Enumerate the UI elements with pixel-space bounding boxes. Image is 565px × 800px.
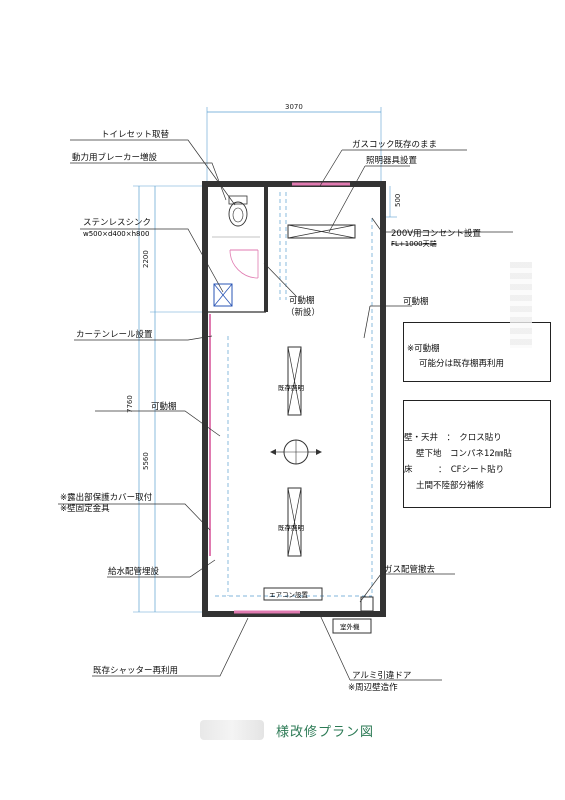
callout-gas-cock: ガスコック既存のまま (352, 139, 437, 150)
callout-shutter: 既存シャッター再利用 (93, 665, 178, 676)
aircon-group: エアコン設置 室外機 (263, 587, 372, 634)
callout-gas-pipe: ガス配管撤去 (384, 564, 436, 575)
callout-outlet: 200V用コンセント設置 (391, 228, 482, 239)
light-label-2: 既存照明 (278, 523, 305, 532)
dim-3070: 3070 (285, 103, 303, 111)
top-dimension: 3070 (206, 103, 382, 186)
callout-alu-door-note: ※周辺壁造作 (348, 682, 398, 693)
dim-2200: 2200 (142, 250, 150, 268)
aircon-unit (263, 587, 323, 601)
finish-note-2: 壁下地 コンパネ12㎜貼 (416, 449, 512, 459)
dim-5560: 5560 (142, 452, 150, 470)
shelf-note-title: ※可動棚 (407, 344, 440, 354)
toilet-room (213, 195, 259, 307)
scan-smudge (510, 262, 532, 348)
right-dimension: 500 (384, 186, 402, 218)
light-label-1: 既存照明 (278, 383, 305, 392)
callout-sink: ステンレスシンク (83, 218, 151, 228)
callout-cover: ※露出部保護カバー取付 (60, 492, 153, 503)
finish-note-3: 床 ： CFシート貼り (404, 465, 505, 475)
ceiling-symbol (270, 439, 322, 465)
callout-breaker: 動力用ブレーカー増設 (72, 152, 158, 163)
existing-light-2 (287, 487, 302, 557)
left-dimensions: 2200 7760 5560 (126, 185, 207, 613)
callout-outlet-height: FL+1000天端 (391, 239, 437, 248)
outdoor-unit (332, 618, 372, 634)
drawing-title: 様改修プラン図 (200, 719, 460, 741)
callout-shelf-right: 可動棚 (403, 296, 429, 307)
drawing-title-text: 様改修プラン図 (276, 725, 375, 740)
new-shelf-label-2: （新設） (286, 307, 320, 318)
shelf-lines (215, 192, 373, 597)
building-walls (202, 181, 386, 617)
new-shelf-label: 可動棚 (289, 295, 315, 306)
finish-note-4: 土間不陸部分補修 (416, 481, 485, 491)
shelf-note-text: 可能分は既存棚再利用 (419, 359, 505, 369)
finish-note-1: 壁・天井 ： クロス貼り (404, 433, 502, 443)
callout-toilet: トイレセット取替 (101, 129, 170, 140)
callout-water-pipe: 給水配管埋設 (108, 566, 160, 577)
aircon-label: エアコン設置 (269, 590, 309, 599)
callout-shelf-left: 可動棚 (151, 401, 177, 412)
callout-cover-2: ※壁固定金具 (60, 503, 110, 514)
left-callouts: トイレセット取替 動力用ブレーカー増設 ステンレスシンク w500×d400×h… (60, 129, 178, 676)
leader-lines (58, 139, 513, 681)
lighting-fixtures: 既存照明 既存照明 (278, 224, 356, 557)
dim-500: 500 (394, 194, 402, 207)
callout-curtain-rail: カーテンレール設置 (76, 329, 153, 340)
dim-7760: 7760 (126, 395, 134, 413)
existing-light-1 (287, 346, 302, 416)
callout-alu-door: アルミ引違ドア (352, 670, 411, 681)
new-light-fixture (287, 224, 356, 239)
finish-note-box (403, 400, 551, 508)
sink-fixture (213, 283, 233, 307)
outdoor-unit-label: 室外機 (340, 622, 360, 631)
callout-sink-size: w500×d400×h800 (83, 230, 149, 238)
right-callouts: ガスコック既存のまま 照明器具設置 200V用コンセント設置 FL+1000天端… (348, 139, 482, 693)
callout-lighting: 照明器具設置 (366, 155, 418, 166)
redacted-name (200, 720, 264, 740)
